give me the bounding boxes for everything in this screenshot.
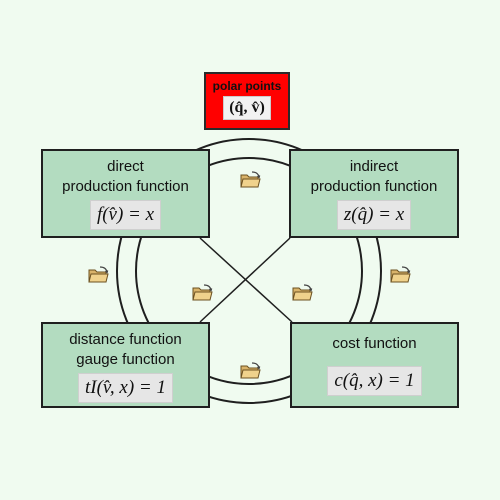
indirect-title-line2: production function	[310, 178, 438, 195]
distance-formula: tI(v̂, x) = 1	[77, 373, 174, 403]
outer-ring	[116, 138, 382, 404]
direct-formula: f(v̂) = x	[89, 200, 162, 230]
distance-title-line2: gauge function	[76, 351, 175, 368]
folder-icon[interactable]	[192, 284, 214, 302]
cost-function-box: cost function c(q̂, x) = 1	[290, 322, 459, 408]
distance-title-line1: distance function	[69, 331, 182, 348]
folder-icon[interactable]	[240, 362, 262, 380]
folder-icon[interactable]	[88, 266, 110, 284]
distance-function-box: distance function gauge function tI(v̂, …	[41, 322, 210, 408]
polar-points-title: polar points	[212, 79, 282, 93]
direct-production-box: direct production function f(v̂) = x	[41, 149, 210, 238]
inner-ring	[135, 157, 363, 385]
direct-title-line1: direct	[107, 158, 144, 175]
polar-points-box: polar points (q̂, v̂)	[204, 72, 290, 130]
indirect-title-line1: indirect	[349, 158, 399, 175]
folder-icon[interactable]	[390, 266, 412, 284]
folder-icon[interactable]	[240, 171, 262, 189]
indirect-formula: z(q̂) = x	[336, 200, 412, 230]
folder-icon[interactable]	[292, 284, 314, 302]
polar-points-formula: (q̂, v̂)	[223, 96, 271, 120]
link-indirect-distance	[199, 237, 291, 323]
cost-formula: c(q̂, x) = 1	[327, 366, 422, 396]
indirect-production-box: indirect production function z(q̂) = x	[289, 149, 459, 238]
cost-title-line1: cost function	[332, 335, 417, 352]
direct-title-line2: production function	[62, 178, 189, 195]
